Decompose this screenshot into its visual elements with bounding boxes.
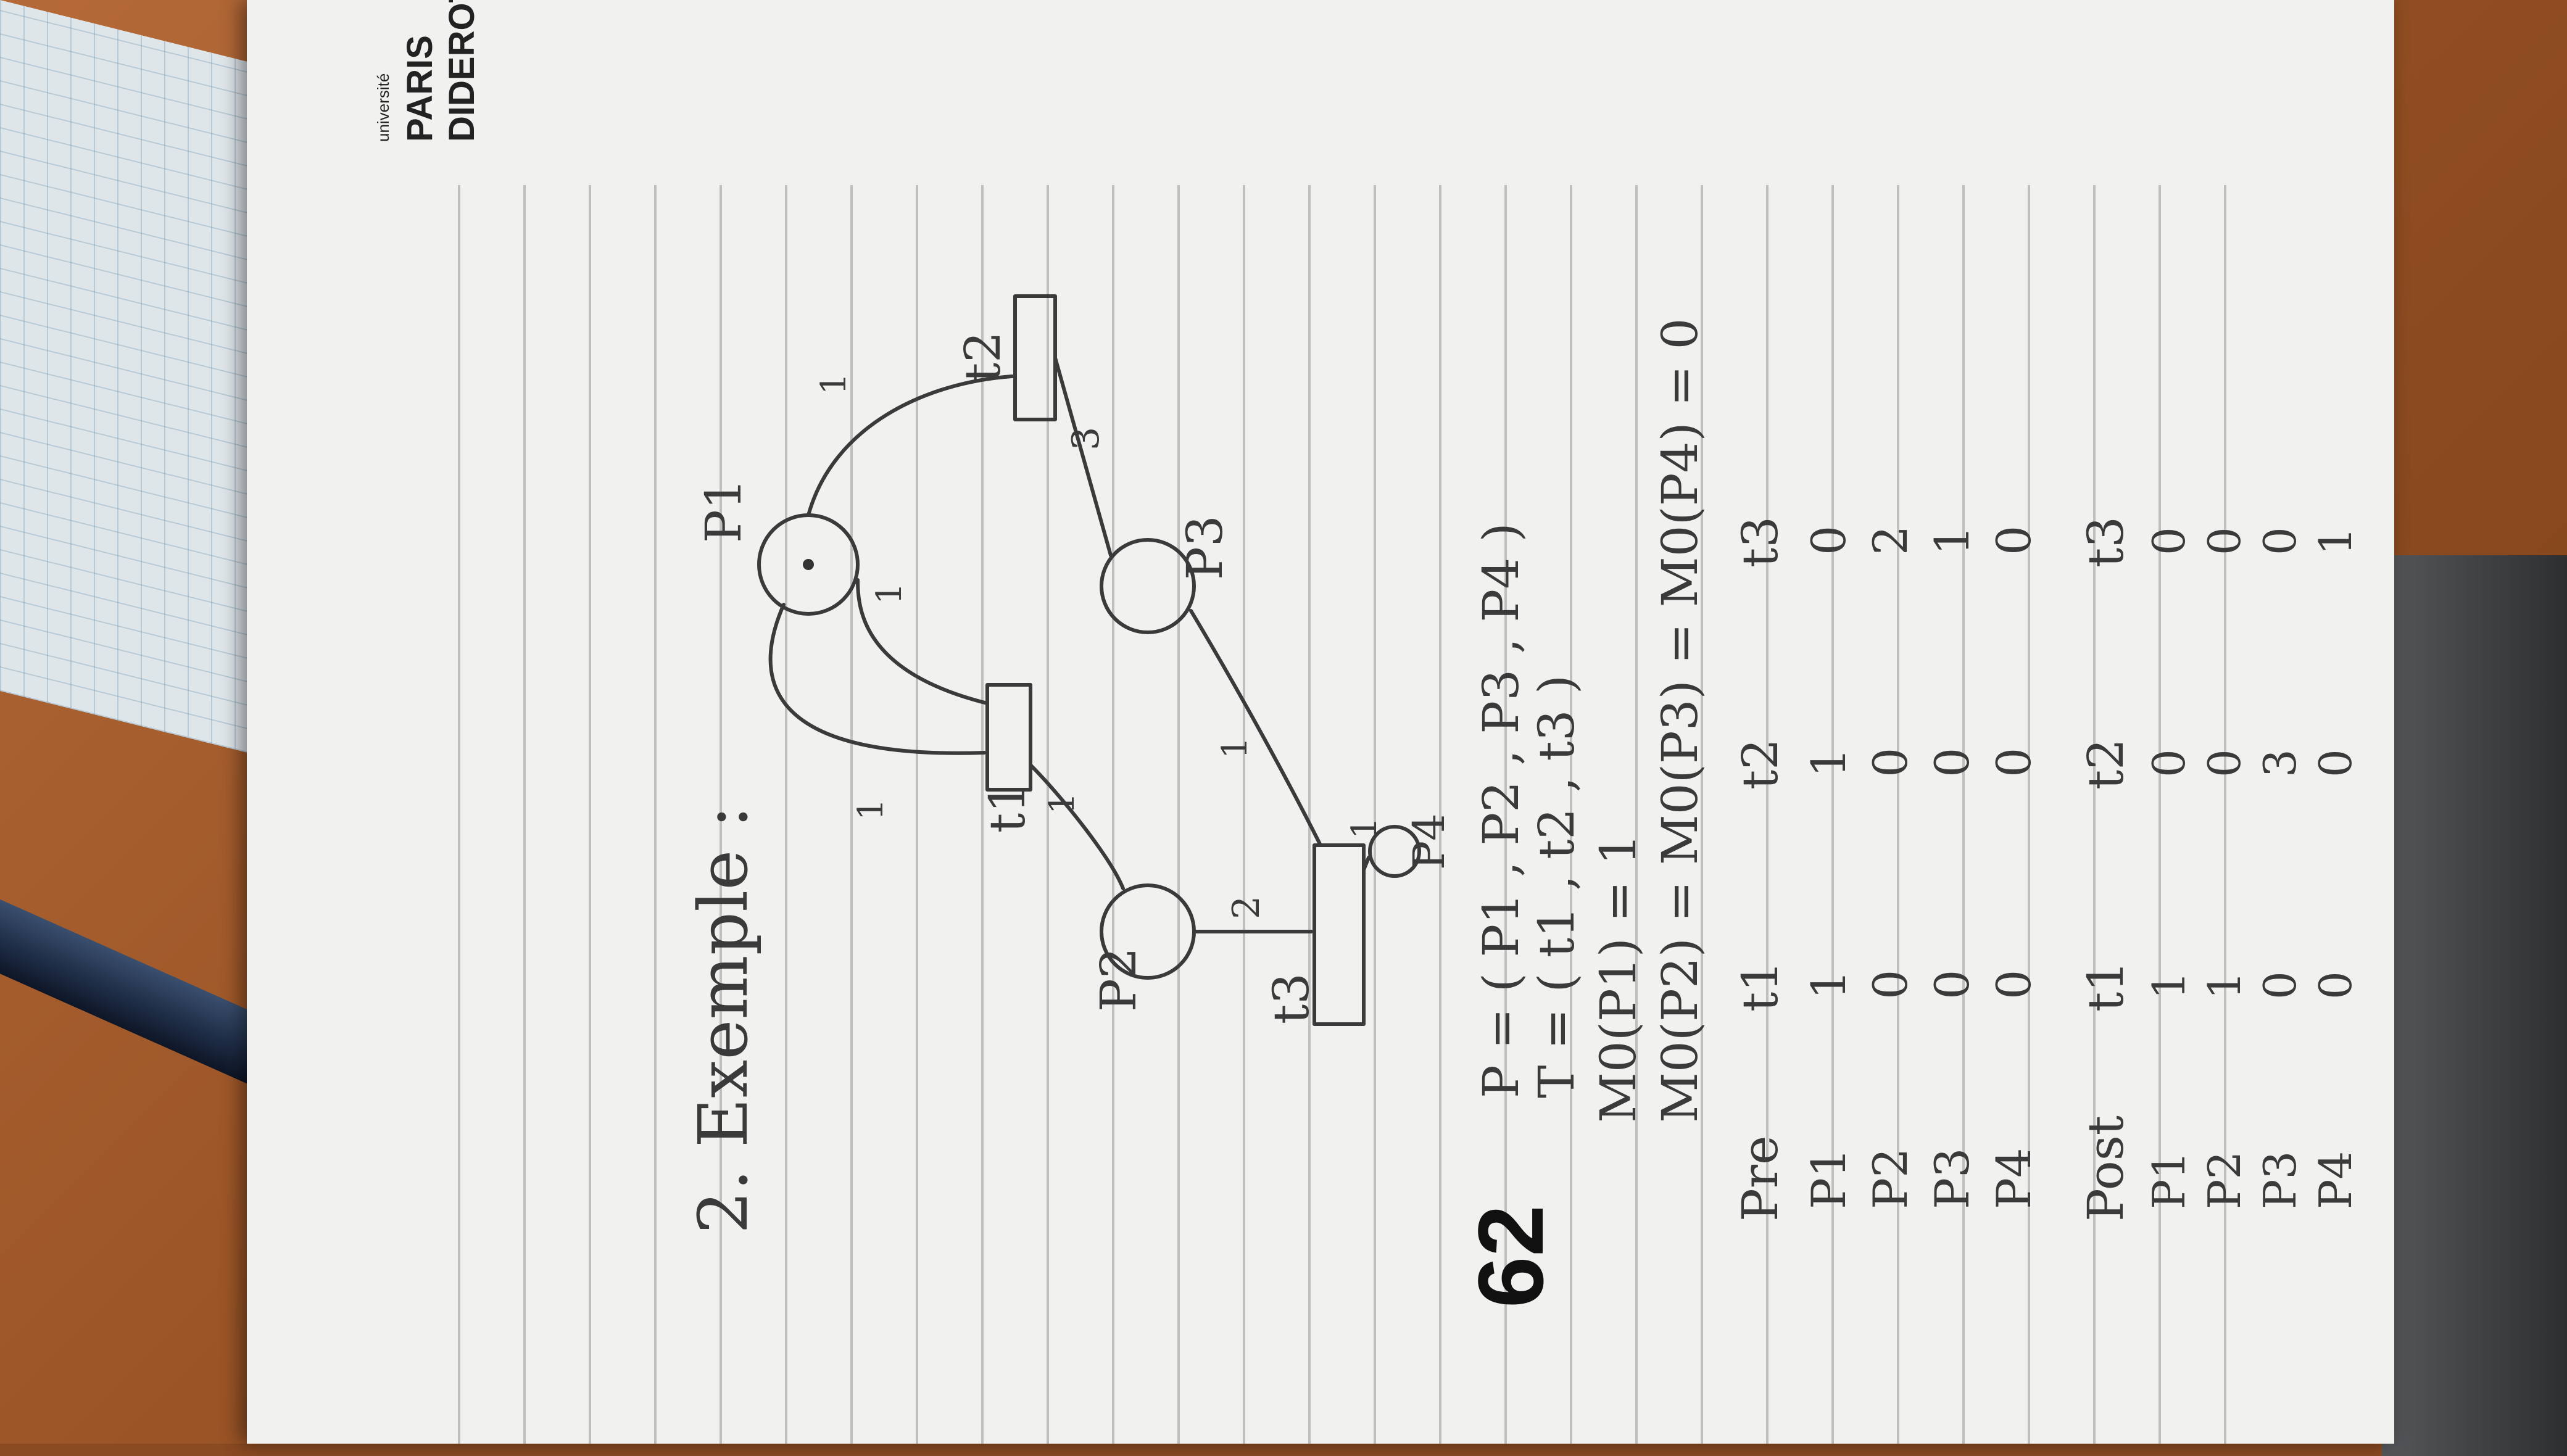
post-cell: 1 <box>2143 971 2195 999</box>
post-header-t3: t3 <box>2077 516 2134 568</box>
definition-transitions: T = ( t1 , t2 , t3 ) <box>1528 675 1585 1098</box>
post-cell: 0 <box>2199 527 2250 555</box>
weight-p3-t3: 1 <box>1215 737 1255 759</box>
arc-t1-p1 <box>856 578 989 705</box>
pre-cell: 1 <box>1925 526 1980 555</box>
arc-t3-p4 <box>1362 856 1371 872</box>
page-number: 62 <box>1459 1205 1562 1308</box>
pre-row-label: P2 <box>1863 1148 1918 1210</box>
post-cell: 1 <box>2199 971 2250 999</box>
petri-net-diagram: P1 t1 P2 t2 P3 t3 P4 <box>695 294 1454 1026</box>
post-cell: 0 <box>2310 971 2362 999</box>
post-row-label: P4 <box>2310 1151 2362 1209</box>
ruled-lines <box>395 185 2277 1444</box>
pre-cell: 1 <box>1801 748 1856 777</box>
pre-cell: 0 <box>1925 970 1980 999</box>
university-logo: université PARIS DIDEROT <box>374 0 482 142</box>
post-cell: 3 <box>2254 749 2306 777</box>
post-cell: 0 <box>2254 527 2306 555</box>
arc-t1-p2 <box>1029 763 1125 890</box>
weight-p1-t2: 1 <box>814 373 854 395</box>
post-table: Post t1 t2 t3 P1 1 0 0 P2 1 0 0 P3 0 3 0… <box>2077 516 2362 1222</box>
pre-cell: 0 <box>1863 970 1918 999</box>
net-definitions: P = ( P1 , P2 , P3 , P4 ) T = ( t1 , t2 … <box>1472 318 1709 1123</box>
definition-places: P = ( P1 , P2 , P3 , P4 ) <box>1472 523 1530 1098</box>
dark-object <box>2382 555 2567 1456</box>
notebook-page <box>247 0 2394 1444</box>
pre-cell: 1 <box>1801 970 1856 999</box>
weight-p1-t1: 1 <box>851 798 891 821</box>
label-p2: P2 <box>1090 947 1147 1012</box>
pre-cell: 0 <box>1986 526 2041 555</box>
weight-t2-p3: 3 <box>1064 427 1108 450</box>
section-heading: 2. Exemple : <box>684 806 763 1234</box>
logo-name: DIDEROT <box>442 0 482 142</box>
pre-cell: 2 <box>1863 526 1918 555</box>
post-cell: 1 <box>2310 527 2362 555</box>
post-row-label: P3 <box>2254 1151 2306 1209</box>
definition-m0-p1: M0(P1) = 1 <box>1590 833 1647 1123</box>
post-header-corner: Post <box>2077 1115 2134 1222</box>
transition-t3 <box>1313 843 1366 1026</box>
post-cell: 0 <box>2143 527 2195 555</box>
post-cell: 0 <box>2199 749 2250 777</box>
post-header-t1: t1 <box>2077 961 2134 1012</box>
logo-city: PARIS <box>400 35 440 142</box>
place-p3 <box>1100 538 1196 634</box>
pre-table: Pre t1 t2 t3 P1 1 1 0 P2 0 0 2 P3 0 0 1 … <box>1731 516 2041 1222</box>
notes-canvas: université PARIS DIDEROT 2. Exemple : 62… <box>374 0 2362 1308</box>
logo-prefix: université <box>374 73 392 142</box>
place-p4 <box>1368 825 1421 878</box>
token <box>803 559 814 570</box>
arc-p1-t1 <box>768 603 986 755</box>
arc-t2-p3 <box>1053 356 1113 557</box>
transition-t1 <box>985 683 1032 792</box>
label-p3: P3 <box>1176 515 1234 580</box>
weight-t1-p2: 1 <box>1042 792 1082 814</box>
weight-p2-t3: 2 <box>1225 896 1268 919</box>
pre-cell: 0 <box>1986 748 2041 777</box>
pre-cell: 0 <box>1925 748 1980 777</box>
arc-p3-t3 <box>1189 609 1322 847</box>
pre-cell: 0 <box>1986 970 2041 999</box>
pre-cell: 0 <box>1863 748 1918 777</box>
post-row-label: P1 <box>2143 1151 2195 1209</box>
weight-t1-p1: 1 <box>869 582 910 605</box>
label-p4: P4 <box>1404 813 1454 870</box>
pre-row-label: P3 <box>1925 1148 1980 1210</box>
label-t1: t1 <box>979 782 1036 833</box>
weight-t3-p4: 1 <box>1345 817 1385 839</box>
pre-header-t1: t1 <box>1731 961 1789 1012</box>
post-cell: 0 <box>2143 749 2195 777</box>
handwritten-content: université PARIS DIDEROT 2. Exemple : 62… <box>247 0 2394 1444</box>
pre-row-label: P4 <box>1986 1148 2041 1210</box>
pre-header-t2: t2 <box>1731 738 1789 790</box>
transition-t2-rect <box>1013 294 1057 421</box>
label-t3: t3 <box>1263 973 1320 1024</box>
pre-row-label: P1 <box>1801 1148 1856 1210</box>
post-row-label: P2 <box>2199 1151 2250 1209</box>
post-header-t2: t2 <box>2077 738 2134 790</box>
post-cell: 0 <box>2310 749 2362 777</box>
pre-header-t3: t3 <box>1731 516 1789 568</box>
label-p1: P1 <box>695 478 752 543</box>
post-cell: 0 <box>2254 971 2306 999</box>
pre-header-corner: Pre <box>1731 1136 1789 1222</box>
arc-p1-t2 <box>807 374 1014 517</box>
pre-cell: 0 <box>1801 526 1856 555</box>
label-t2: t2 <box>954 331 1011 383</box>
definition-m0-rest: M0(P2) = M0(P3) = M0(P4) = 0 <box>1651 318 1709 1123</box>
